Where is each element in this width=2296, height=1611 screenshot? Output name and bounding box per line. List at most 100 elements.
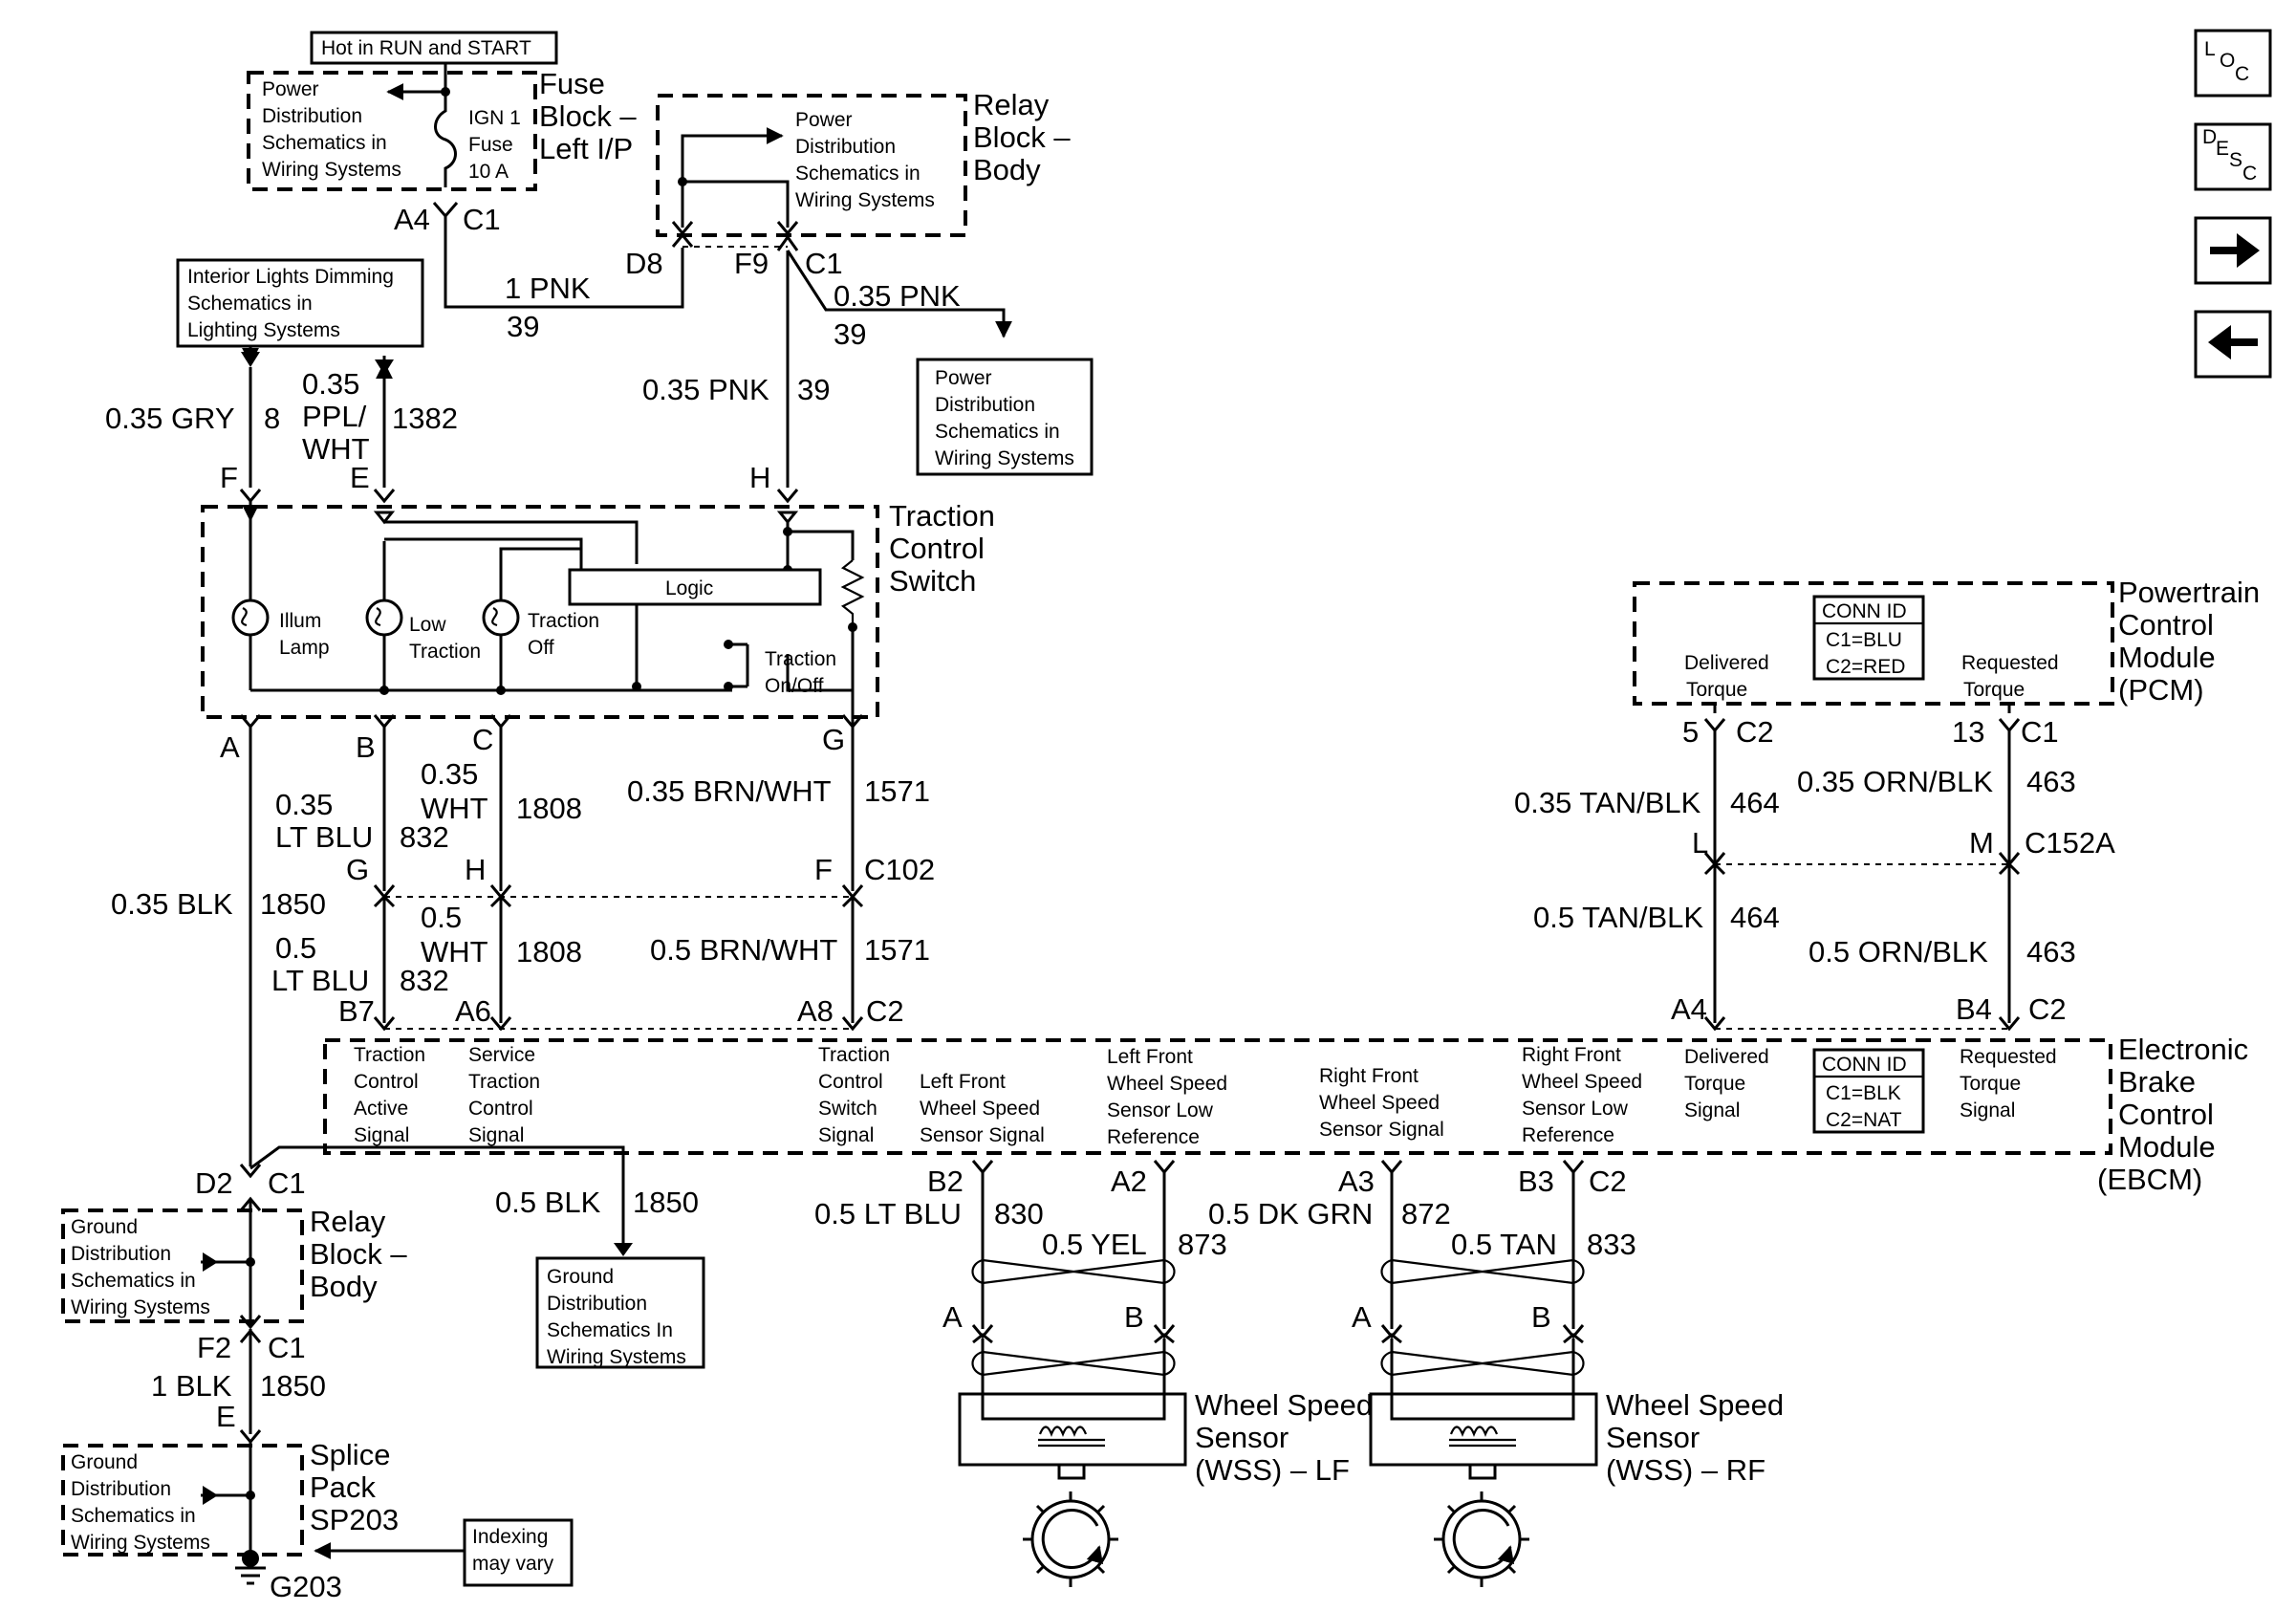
svg-text:0.5 TAN/BLK: 0.5 TAN/BLK <box>1533 901 1703 934</box>
svg-text:E: E <box>350 461 370 494</box>
splice-pack-sp203: Splice Pack SP203 <box>61 1438 399 1557</box>
svg-text:Pack: Pack <box>310 1470 376 1504</box>
svg-text:Body: Body <box>973 153 1041 186</box>
svg-text:E: E <box>216 1400 236 1433</box>
svg-text:Sensor Low: Sensor Low <box>1522 1098 1629 1120</box>
wire-05-brn-wht-1571: 0.5 BRN/WHT 1571 <box>650 933 930 967</box>
svg-text:Traction: Traction <box>765 648 836 670</box>
svg-text:may vary: may vary <box>472 1553 554 1575</box>
wire-035pnk-39-down: 0.35 PNK 39 <box>642 373 830 406</box>
wire-1-blk-1850: 1 BLK 1850 <box>151 1369 326 1403</box>
svg-text:Wiring Systems: Wiring Systems <box>71 1296 210 1318</box>
next-button[interactable] <box>2194 216 2272 285</box>
wss-rf-sensor <box>1369 1392 1598 1480</box>
svg-text:E: E <box>2216 138 2229 160</box>
svg-text:F: F <box>814 853 833 886</box>
ebcm-signal-delivered-torque: Delivered Torque Signal <box>1684 1046 1769 1121</box>
ebcm-signal-service-traction-control: Service Traction Control Signal <box>468 1044 540 1146</box>
svg-text:Traction: Traction <box>528 610 599 632</box>
svg-text:L: L <box>1692 826 1708 860</box>
svg-text:0.35: 0.35 <box>421 757 478 791</box>
pcm-module: Powertrain Control Module (PCM) <box>1633 576 2260 707</box>
svg-text:0.5 YEL: 0.5 YEL <box>1042 1228 1147 1261</box>
wire-05-blk-1850: 0.5 BLK 1850 <box>495 1186 699 1219</box>
desc-button[interactable]: D E S C <box>2194 122 2272 191</box>
svg-text:C2: C2 <box>1589 1165 1627 1198</box>
svg-text:CONN ID: CONN ID <box>1822 600 1907 622</box>
svg-text:Left Front: Left Front <box>920 1071 1006 1093</box>
svg-text:Schematics in: Schematics in <box>262 132 387 154</box>
svg-text:1850: 1850 <box>633 1186 699 1219</box>
svg-text:G203: G203 <box>270 1570 342 1603</box>
svg-text:LT BLU: LT BLU <box>275 820 373 854</box>
loc-button[interactable]: L O C <box>2194 29 2272 98</box>
svg-text:Powertrain: Powertrain <box>2118 576 2260 609</box>
svg-text:Power: Power <box>262 78 319 100</box>
svg-text:F2: F2 <box>197 1331 231 1364</box>
wss-rf-tone-wheel-icon <box>1434 1491 1529 1587</box>
svg-text:IGN 1: IGN 1 <box>468 107 521 129</box>
svg-text:Control: Control <box>354 1071 419 1093</box>
svg-text:Ground: Ground <box>71 1451 138 1473</box>
svg-text:Distribution: Distribution <box>547 1293 647 1315</box>
svg-text:1 PNK: 1 PNK <box>505 272 591 305</box>
svg-text:On/Off: On/Off <box>765 675 824 697</box>
svg-text:B2: B2 <box>927 1165 964 1198</box>
ebcm-pins-right: A4 B4 C2 <box>1671 992 2067 1032</box>
wss-lf-sensor <box>958 1392 1187 1480</box>
svg-text:Sensor: Sensor <box>1195 1421 1289 1454</box>
wire-035-lt-blu-832: 0.35 LT BLU 832 <box>275 788 449 854</box>
hot-in-run-start-box: Hot in RUN and START <box>310 31 558 65</box>
svg-text:B7: B7 <box>338 994 375 1028</box>
svg-text:1571: 1571 <box>864 933 930 967</box>
wire-035pnk-39-right: 0.35 PNK 39 <box>834 279 961 351</box>
svg-text:Delivered: Delivered <box>1684 652 1769 674</box>
svg-text:S: S <box>2229 149 2242 171</box>
wire-05-yel-873: 0.5 YEL 873 <box>1042 1228 1227 1261</box>
svg-text:C1: C1 <box>2021 715 2059 749</box>
traction-off-label: Traction Off <box>528 610 599 659</box>
svg-text:1850: 1850 <box>260 887 326 921</box>
svg-text:Off: Off <box>528 637 554 659</box>
svg-text:C2: C2 <box>1736 715 1774 749</box>
fuse-block-left-ip: Fuse Block – Left I/P <box>247 67 637 191</box>
svg-text:(PCM): (PCM) <box>2118 673 2204 707</box>
ebcm-signal-lf-wss: Left Front Wheel Speed Sensor Signal <box>920 1071 1045 1146</box>
svg-text:H: H <box>465 853 486 886</box>
ign1-fuse-label: IGN 1 Fuse 10 A <box>468 107 521 183</box>
wire-035-blk-1850: 0.35 BLK 1850 <box>111 887 326 921</box>
svg-text:830: 830 <box>994 1197 1044 1230</box>
svg-text:C152A: C152A <box>2025 826 2115 860</box>
svg-text:0.35 ORN/BLK: 0.35 ORN/BLK <box>1797 765 1993 798</box>
svg-text:Body: Body <box>310 1270 378 1303</box>
svg-text:Torque: Torque <box>1963 679 2025 701</box>
svg-text:Block –: Block – <box>973 120 1071 154</box>
svg-text:A4: A4 <box>1671 992 1707 1026</box>
svg-text:Relay: Relay <box>310 1205 386 1238</box>
svg-text:Indexing: Indexing <box>472 1526 548 1548</box>
svg-text:463: 463 <box>2026 765 2076 798</box>
svg-text:832: 832 <box>400 820 449 854</box>
arrow-left-icon <box>2208 325 2258 359</box>
wss-rf-pins: A3 B3 C2 <box>1338 1160 1627 1198</box>
previous-button[interactable] <box>2194 310 2272 379</box>
connector-d2-c1: D2 C1 <box>195 1164 306 1200</box>
wire-035-brn-wht-1571: 0.35 BRN/WHT 1571 <box>627 774 930 808</box>
traction-control-switch: Traction Control Switch <box>201 499 995 719</box>
svg-text:Module: Module <box>2118 641 2216 674</box>
svg-text:Signal: Signal <box>1684 1099 1740 1121</box>
svg-text:CONN ID: CONN ID <box>1822 1054 1907 1076</box>
svg-text:Schematics in: Schematics in <box>71 1270 196 1292</box>
svg-text:Delivered: Delivered <box>1684 1046 1769 1068</box>
svg-text:Distribution: Distribution <box>262 105 362 127</box>
svg-text:8: 8 <box>264 402 280 435</box>
pcm-delivered-torque: Delivered Torque <box>1684 652 1769 701</box>
wire-035ppl-wht-1382: 0.35 PPL/ WHT 1382 <box>302 367 458 466</box>
wire-05-lt-blu-830: 0.5 LT BLU 830 <box>814 1197 1044 1230</box>
svg-text:Schematics in: Schematics in <box>935 421 1060 443</box>
svg-text:A: A <box>1352 1300 1372 1334</box>
svg-text:C1=BLK: C1=BLK <box>1826 1082 1901 1104</box>
svg-text:Switch: Switch <box>818 1098 877 1120</box>
arrow-right-icon <box>2210 233 2260 268</box>
connector-d8-f9 <box>671 232 799 251</box>
